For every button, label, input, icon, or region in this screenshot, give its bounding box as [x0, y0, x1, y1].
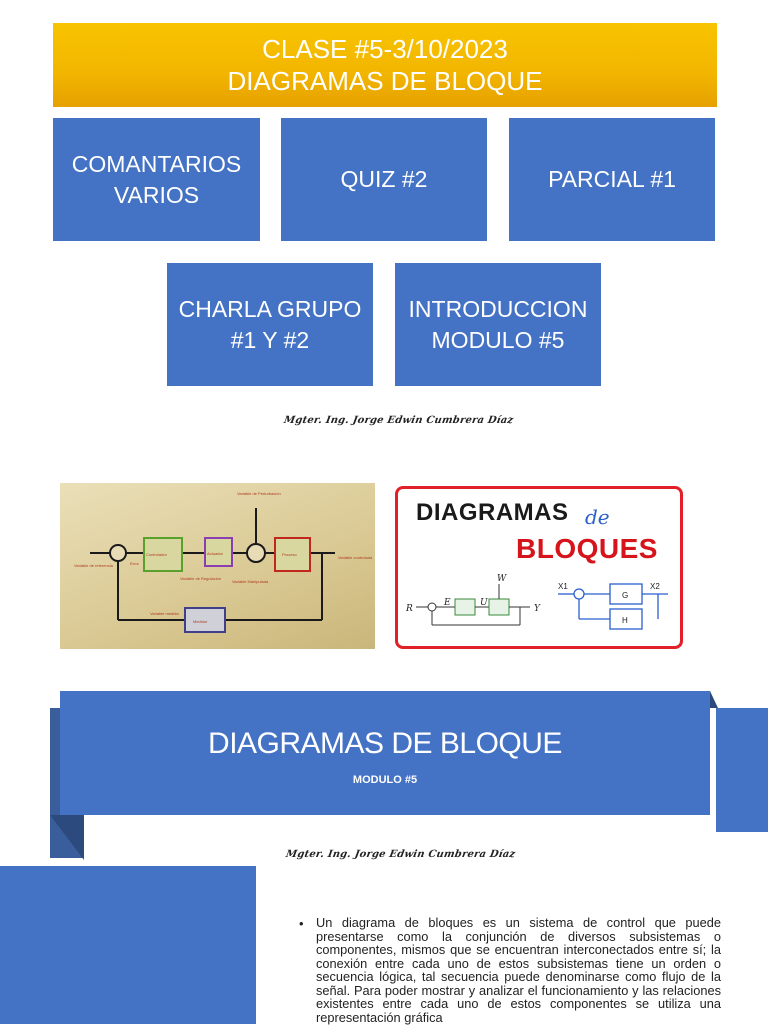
- label-variable-regulacion: Variable de Regulación: [180, 576, 221, 581]
- label-error: Error: [130, 561, 140, 566]
- label-variable-controlada: Variable controlada: [338, 555, 373, 560]
- label-perturbacion: Variable de Perturbación: [237, 491, 281, 496]
- logo-label-y: Y: [534, 604, 541, 614]
- section-subtitle: MODULO #5: [352, 774, 418, 786]
- logo-label-x2: X2: [650, 582, 660, 591]
- author-signature: Mgter. Ing. Jorge Edwin Cumbrera Díaz: [283, 415, 515, 426]
- label-medidor: Medidor: [193, 619, 208, 624]
- actuator-block: [204, 537, 233, 567]
- topic-box-quiz: QUIZ #2: [281, 118, 487, 241]
- label-controlador: Controlador: [146, 552, 168, 557]
- logo-label-e: E: [443, 598, 451, 608]
- page-title-line2: DIAGRAMAS DE BLOQUE: [227, 66, 543, 96]
- logo-label-w: W: [497, 574, 507, 584]
- label-variable-manipulada: Variable Manipulada: [232, 579, 269, 584]
- meter-block: [184, 607, 226, 633]
- body-paragraph: Un diagrama de bloques es un sistema de …: [316, 915, 721, 1025]
- logo-label-g: G: [622, 591, 628, 600]
- logo-subtitle: BLOQUES: [516, 533, 658, 564]
- process-block: [274, 537, 311, 572]
- diagramas-logo-image: DIAGRAMAS de BLOQUES R E K U P Y W: [395, 486, 683, 649]
- label-variable-medida: Variable medida: [150, 611, 179, 616]
- ribbon-right-tail: [716, 708, 768, 832]
- author-signature-2: Mgter. Ing. Jorge Edwin Cumbrera Díaz: [285, 849, 517, 860]
- logo-label-r: R: [405, 604, 413, 614]
- topic-box-introduccion: INTRODUCCION MODULO #5: [395, 263, 601, 386]
- ribbon-right-fold: [710, 691, 718, 708]
- page-title: CLASE #5-3/10/2023 DIAGRAMAS DE BLOQUE: [53, 23, 717, 107]
- logo-label-u: U: [480, 598, 488, 608]
- bullet-marker: •: [299, 916, 304, 931]
- decorative-blue-block: [0, 866, 256, 1024]
- logo-label-x1: X1: [558, 582, 568, 591]
- label-variable-referencia: Variable de referencia: [74, 563, 114, 568]
- topic-box-charla: CHARLA GRUPO #1 Y #2: [167, 263, 373, 386]
- label-actuador: Actuador: [207, 551, 224, 556]
- topic-box-comentarios: COMANTARIOS VARIOS: [53, 118, 260, 241]
- logo-title: DIAGRAMAS: [416, 499, 569, 526]
- section-title: DIAGRAMAS DE BLOQUE: [208, 727, 562, 760]
- section-banner: DIAGRAMAS DE BLOQUE MODULO #5: [60, 691, 710, 815]
- logo-de: de: [585, 505, 610, 529]
- logo-label-h: H: [622, 616, 628, 625]
- block-diagram-svg: Variable de Perturbación Controlador Act…: [74, 491, 373, 633]
- ribbon-left-fold: [50, 815, 84, 860]
- block-diagram-image: Variable de Perturbación Controlador Act…: [60, 483, 375, 649]
- logo-diagram-svg: R E K U P Y W: [405, 574, 668, 630]
- label-proceso: Proceso: [282, 552, 297, 557]
- page-title-line1: CLASE #5-3/10/2023: [262, 34, 508, 64]
- topic-box-parcial: PARCIAL #1: [509, 118, 715, 241]
- controller-block: [143, 537, 183, 572]
